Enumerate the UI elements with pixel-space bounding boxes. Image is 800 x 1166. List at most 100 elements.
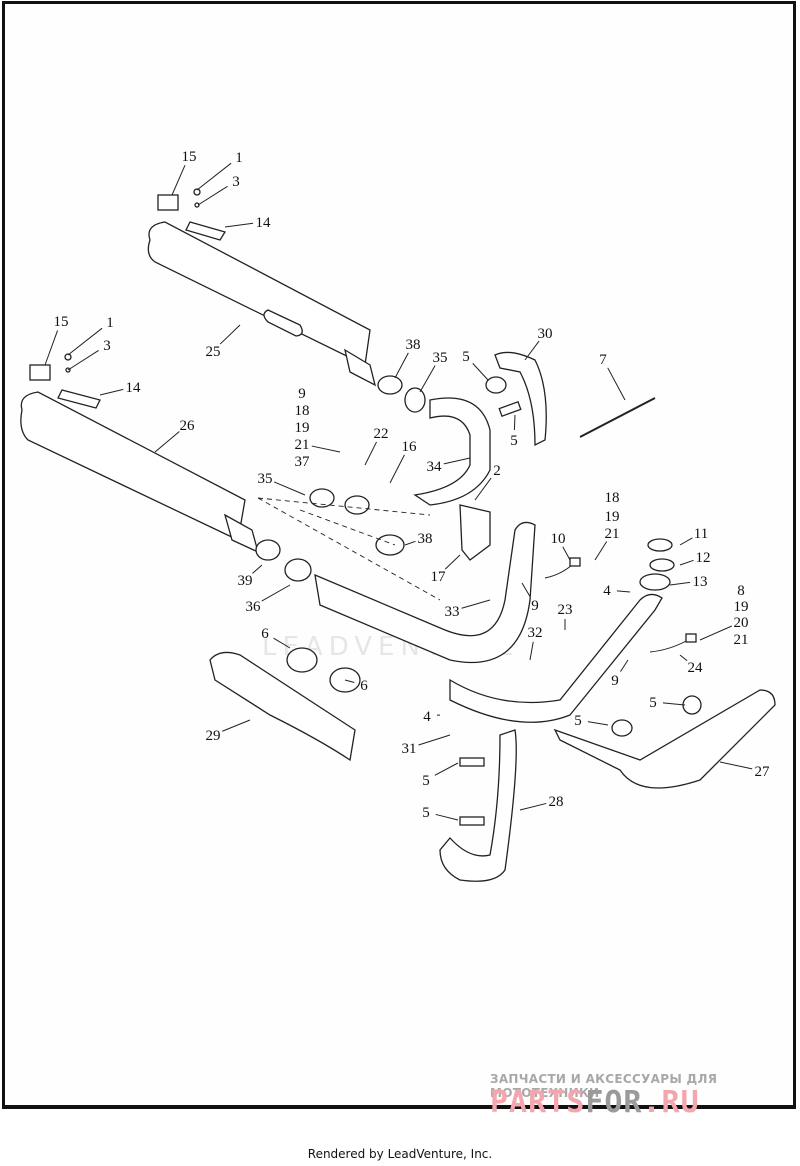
callout-label: 14 xyxy=(126,380,142,396)
leader-line xyxy=(67,349,99,371)
logo-part-b: FOR xyxy=(585,1085,643,1120)
callout-label: 6 xyxy=(261,626,269,642)
callout-label: 3 xyxy=(232,174,240,190)
callout-label: 20 xyxy=(734,615,749,631)
callout-label: 38 xyxy=(418,531,433,547)
callout-label: 38 xyxy=(406,337,421,353)
heat-shield-30[interactable] xyxy=(494,351,547,447)
clamps[interactable] xyxy=(255,375,702,826)
leader-line xyxy=(224,222,254,228)
leader-line xyxy=(587,721,609,726)
leader-line xyxy=(699,625,733,641)
callout-label: 5 xyxy=(422,805,430,821)
leader-line xyxy=(154,431,180,453)
bracket-17[interactable] xyxy=(459,504,491,561)
leader-line xyxy=(274,481,306,496)
leader-line xyxy=(419,365,436,393)
leader-line xyxy=(607,367,626,401)
leader-line xyxy=(389,454,405,484)
callout-label: 5 xyxy=(462,349,470,365)
callout-label: 9 xyxy=(531,598,539,614)
callout-label: 19 xyxy=(605,509,620,525)
muffler-lower[interactable] xyxy=(20,391,259,554)
callout-label: 16 xyxy=(402,439,418,455)
leader-line xyxy=(344,679,355,683)
leader-line xyxy=(196,162,232,191)
leader-line xyxy=(252,564,263,574)
leader-line xyxy=(435,813,459,821)
callout-label: 24 xyxy=(688,660,704,676)
callout-label: 1 xyxy=(106,315,114,331)
heat-shield-28[interactable] xyxy=(439,729,517,882)
callout-label: 25 xyxy=(206,344,221,360)
callout-label: 36 xyxy=(246,599,262,615)
cable-tie[interactable] xyxy=(579,397,656,438)
callout-label: 13 xyxy=(693,574,708,590)
callout-label: 35 xyxy=(433,350,448,366)
rear-pipe[interactable] xyxy=(449,593,663,723)
callout-label: 23 xyxy=(558,602,573,618)
leader-line xyxy=(444,554,461,570)
watermark-tagline: ЗАПЧАСТИ И АКСЕССУАРЫ ДЛЯ МОТОТЕХНИКИ xyxy=(490,1072,718,1100)
front-pipe-33[interactable] xyxy=(314,521,536,664)
callout-label: 35 xyxy=(258,471,273,487)
muffler-upper[interactable] xyxy=(147,221,376,387)
callout-label: 29 xyxy=(206,728,221,744)
leader-line xyxy=(171,164,186,196)
callout-label: 12 xyxy=(696,550,711,566)
callout-label: 5 xyxy=(574,713,582,729)
callout-label: 30 xyxy=(538,326,553,342)
leader-line xyxy=(434,762,459,776)
callout-label: 21 xyxy=(734,632,749,648)
callout-label: 21 xyxy=(605,526,620,542)
callout-label: 8 xyxy=(737,583,745,599)
leader-line xyxy=(521,582,531,597)
callout-label: 3 xyxy=(103,338,111,354)
mount-hardware-upper[interactable] xyxy=(157,188,227,241)
leader-line xyxy=(594,541,608,561)
callout-label: 31 xyxy=(402,741,417,757)
mount-hardware-lower[interactable] xyxy=(29,353,101,409)
leader-line xyxy=(219,324,241,345)
callout-label: 5 xyxy=(422,773,430,789)
callout-label: 10 xyxy=(551,531,566,547)
callout-label: 19 xyxy=(734,599,749,615)
callout-label: 5 xyxy=(510,433,518,449)
callout-label: 15 xyxy=(54,314,69,330)
leader-line xyxy=(443,457,471,465)
callout-label: 4 xyxy=(423,709,431,725)
partsfor-logo: PARTSFOR.RU xyxy=(490,1085,700,1120)
callout-label: 26 xyxy=(180,418,196,434)
callout-label: 27 xyxy=(755,764,771,780)
diagram-frame xyxy=(2,1,796,1109)
leader-line xyxy=(418,734,451,746)
leader-line xyxy=(513,414,516,431)
leader-line xyxy=(524,340,540,361)
leader-line xyxy=(404,540,416,546)
footer-credit: Rendered by LeadVenture, Inc. xyxy=(307,1147,493,1161)
heat-shield-29[interactable] xyxy=(209,651,356,762)
callout-label: 1 xyxy=(235,150,243,166)
callout-label: 18 xyxy=(605,490,620,506)
leader-line xyxy=(620,659,629,672)
callout-label: 5 xyxy=(649,695,657,711)
callout-label: 9 xyxy=(611,673,619,689)
callout-label: 33 xyxy=(445,604,460,620)
leader-line xyxy=(44,330,59,366)
logo-part-c: .RU xyxy=(642,1085,700,1120)
head-pipe-34[interactable] xyxy=(413,397,491,506)
heat-shield-27[interactable] xyxy=(553,689,776,789)
callout-label: 18 xyxy=(295,403,310,419)
callout-label: 14 xyxy=(256,215,272,231)
logo-part-a: PARTS xyxy=(490,1085,586,1120)
leader-line xyxy=(679,559,694,566)
callout-label: 19 xyxy=(295,420,310,436)
callout-label: 17 xyxy=(431,569,447,585)
leader-line xyxy=(99,388,124,396)
callout-label: 21 xyxy=(295,437,310,453)
leader-line xyxy=(273,637,291,649)
callout-label: 37 xyxy=(295,454,311,470)
leader-line xyxy=(562,546,571,561)
leader-line xyxy=(679,654,688,662)
